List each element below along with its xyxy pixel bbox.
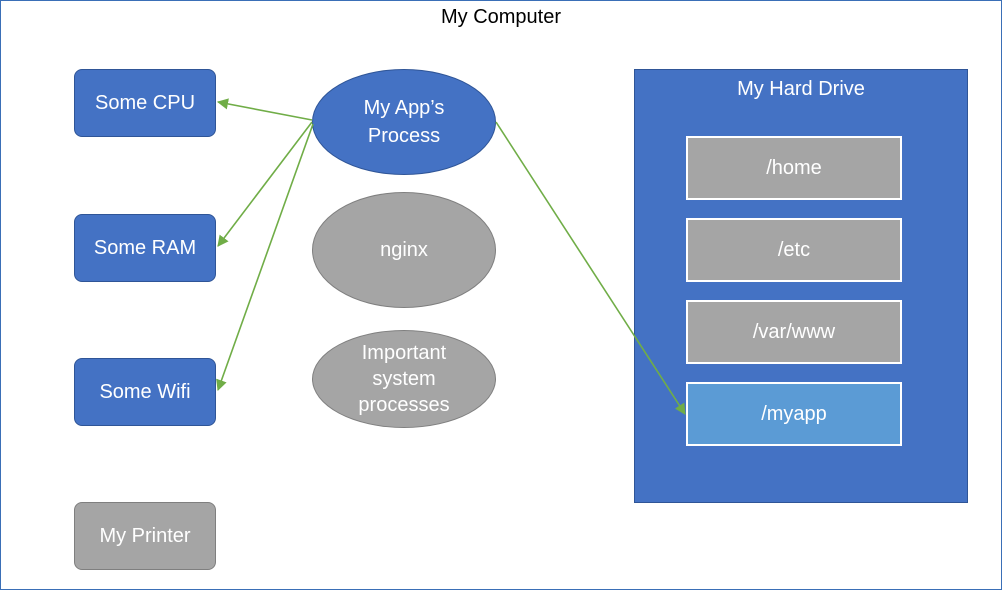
hard-drive-panel: My Hard Drive /home /etc /var/www /myapp [634,69,968,503]
system-processes-line1: Important [361,342,447,364]
app-process-ellipse: My App’s Process [312,69,496,175]
folder-home: /home [686,136,902,200]
folder-var-www: /var/www [686,300,902,364]
system-processes-line3: processes [358,394,450,416]
system-processes-ellipse: Important system processes [312,330,496,428]
hard-drive-title: My Hard Drive [737,78,865,100]
arrow-app-to-ram [217,121,313,247]
ram-box: Some RAM [74,214,216,282]
app-process-label-line1: My App’s [363,97,445,119]
arrow-app-to-wifi [216,123,314,392]
cpu-box: Some CPU [74,69,216,137]
diagram-title: My Computer [440,6,562,28]
arrow-app-to-myapp [495,121,686,415]
system-processes-line2: system [372,368,436,390]
nginx-ellipse: nginx [312,192,496,308]
wifi-box: Some Wifi [74,358,216,426]
printer-box: My Printer [74,502,216,570]
folder-myapp: /myapp [686,382,902,446]
app-process-label-line2: Process [367,125,441,147]
arrow-app-to-cpu [216,98,313,121]
folder-etc: /etc [686,218,902,282]
